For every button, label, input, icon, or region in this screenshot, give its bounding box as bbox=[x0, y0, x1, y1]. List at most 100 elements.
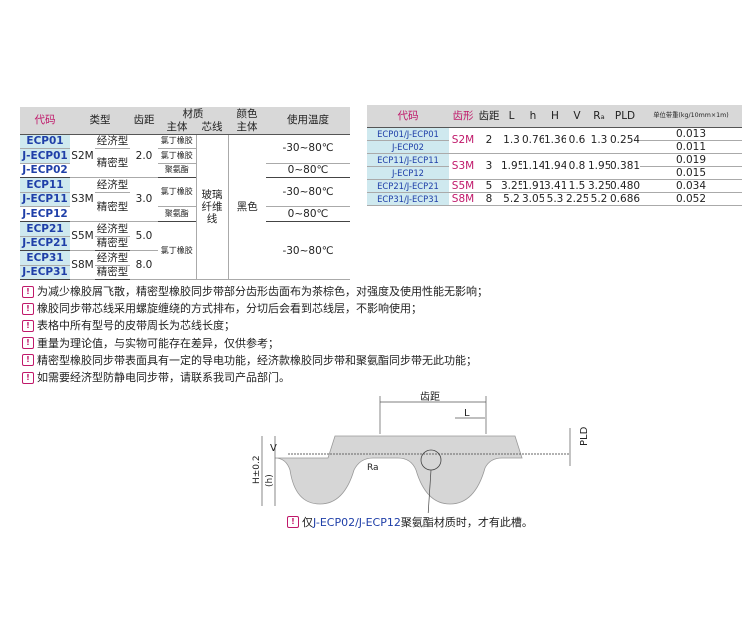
L-cell: 1.3 bbox=[501, 127, 522, 154]
H-label: H±0.2 bbox=[252, 455, 262, 484]
header-profile: 齿形 bbox=[449, 105, 477, 128]
h-cell: 1.14 bbox=[522, 153, 544, 180]
belt-profile-diagram: 齿距 L V (h) H±0.2 PLD Ra bbox=[252, 391, 590, 513]
header-temp: 使用温度 bbox=[266, 107, 350, 135]
V-cell: 2.25 bbox=[566, 192, 588, 206]
type-cell: 精密型 bbox=[95, 192, 130, 223]
color-cell: 黑色 bbox=[227, 134, 266, 281]
V-cell: 1.5 bbox=[566, 179, 588, 193]
h-cell: 1.91 bbox=[522, 179, 544, 193]
pitch-cell: 8 bbox=[477, 192, 501, 206]
code-cell: J-ECP02 bbox=[20, 163, 70, 179]
temp-cell: -30~80℃ bbox=[266, 134, 350, 164]
header-H: H bbox=[544, 105, 566, 128]
note-item: !为减少橡胶屑飞散，精密型橡胶同步带部分齿形齿面布为茶棕色，对强度及使用性能无影… bbox=[22, 283, 488, 300]
L-cell: 1.95 bbox=[501, 153, 522, 180]
groove-note-prefix: 仅 bbox=[302, 516, 313, 529]
Ra-cell: 1.3 bbox=[588, 127, 610, 154]
PLD-cell: 0.381 bbox=[610, 153, 640, 180]
groove-leader-line bbox=[427, 469, 432, 513]
header-Ra: Rₐ bbox=[588, 105, 610, 128]
H-cell: 1.94 bbox=[544, 153, 566, 180]
pitch-cell: 5.0 bbox=[130, 221, 158, 252]
material-cell: 氯丁橡胶 bbox=[158, 134, 196, 150]
weight-cell: 0.015 bbox=[640, 166, 742, 180]
warning-icon: ! bbox=[22, 285, 34, 298]
belt-spec-table: 代码 类型 齿距 材质 颜色 使用温度 主体 芯线 主体 ECP01 S2M 经… bbox=[20, 107, 350, 281]
note-item: !重量为理论值，与实物可能存在差异，仅供参考； bbox=[22, 335, 488, 352]
weight-cell: 0.011 bbox=[640, 140, 742, 154]
Ra-cell: 1.95 bbox=[588, 153, 610, 180]
profile-cell: S2M bbox=[70, 134, 95, 179]
code-cell: J-ECP12 bbox=[367, 166, 449, 180]
code-cell: ECP11 bbox=[20, 177, 70, 193]
h-cell: 3.05 bbox=[522, 192, 544, 206]
note-text: 重量为理论值，与实物可能存在差异，仅供参考； bbox=[37, 336, 279, 350]
material-cell: 氯丁橡胶 bbox=[158, 221, 196, 281]
type-cell: 经济型 bbox=[95, 177, 130, 193]
note-text: 精密型橡胶同步带表面具有一定的导电功能，经济款橡胶同步带和聚氨酯同步带无此功能； bbox=[37, 353, 477, 367]
V-cell: 0.8 bbox=[566, 153, 588, 180]
code-cell: ECP01/J-ECP01 bbox=[367, 127, 449, 141]
header-code: 代码 bbox=[367, 105, 449, 128]
warning-icon: ! bbox=[22, 320, 34, 332]
weight-cell: 0.019 bbox=[640, 153, 742, 167]
material-cell: 氯丁橡胶 bbox=[158, 148, 196, 164]
dimension-table: 代码 齿形 齿距 L h H V Rₐ PLD 单位带重(kg/10mm×1m)… bbox=[367, 105, 742, 206]
PLD-cell: 0.480 bbox=[610, 179, 640, 193]
header-pitch: 齿距 bbox=[130, 107, 158, 135]
V-label: V bbox=[270, 443, 277, 454]
H-cell: 3.41 bbox=[544, 179, 566, 193]
material-cell: 聚氨酯 bbox=[158, 206, 196, 223]
header-main: 主体 bbox=[158, 121, 196, 135]
pitch-cell: 3.0 bbox=[130, 177, 158, 223]
material-cell: 氯丁橡胶 bbox=[158, 177, 196, 208]
profile-cell: S2M bbox=[449, 127, 477, 154]
core-cell: 玻璃纤维线 bbox=[195, 134, 228, 281]
code-cell: J-ECP11 bbox=[20, 192, 70, 208]
header-material: 材质 bbox=[158, 107, 228, 121]
weight-cell: 0.034 bbox=[640, 179, 742, 193]
note-item: !橡胶同步带芯线采用螺旋缠绕的方式排布，分切后会看到芯线层，不影响使用； bbox=[22, 300, 488, 317]
type-cell: 精密型 bbox=[95, 265, 130, 281]
pitch-cell: 5 bbox=[477, 179, 501, 193]
code-cell: ECP31 bbox=[20, 250, 70, 266]
note-item: !表格中所有型号的皮带周长为芯线长度； bbox=[22, 317, 488, 334]
pitch-label: 齿距 bbox=[420, 391, 440, 403]
pitch-cell: 2.0 bbox=[130, 134, 158, 179]
profile-cell: S8M bbox=[70, 250, 95, 281]
warning-icon: ! bbox=[22, 302, 34, 315]
header-PLD: PLD bbox=[610, 105, 640, 128]
temp-cell: 0~80℃ bbox=[266, 206, 350, 223]
profile-cell: S3M bbox=[449, 153, 477, 180]
type-cell: 经济型 bbox=[95, 250, 130, 266]
header-pitch: 齿距 bbox=[477, 105, 501, 128]
PLD-cell: 0.686 bbox=[610, 192, 640, 206]
Ra-cell: 3.25 bbox=[588, 179, 610, 193]
pitch-cell: 3 bbox=[477, 153, 501, 180]
warning-icon: ! bbox=[287, 516, 299, 528]
pitch-cell: 2 bbox=[477, 127, 501, 154]
header-V: V bbox=[566, 105, 588, 128]
header-weight: 单位带重(kg/10mm×1m) bbox=[640, 105, 742, 128]
code-cell: J-ECP02 bbox=[367, 140, 449, 154]
code-cell: J-ECP12 bbox=[20, 206, 70, 223]
code-cell: J-ECP21 bbox=[20, 236, 70, 252]
type-cell: 精密型 bbox=[95, 236, 130, 252]
type-cell: 经济型 bbox=[95, 134, 130, 150]
type-cell: 精密型 bbox=[95, 148, 130, 179]
note-text: 橡胶同步带芯线采用螺旋缠绕的方式排布，分切后会看到芯线层，不影响使用； bbox=[37, 302, 422, 316]
note-text: 为减少橡胶屑飞散，精密型橡胶同步带部分齿形齿面布为茶棕色，对强度及使用性能无影响… bbox=[37, 285, 488, 298]
h-label: (h) bbox=[265, 474, 275, 487]
header-L: L bbox=[501, 105, 522, 128]
h-cell: 0.76 bbox=[522, 127, 544, 154]
warning-icon: ! bbox=[22, 337, 34, 350]
code-cell: J-ECP01 bbox=[20, 148, 70, 164]
belt-body bbox=[274, 435, 523, 505]
V-cell: 0.6 bbox=[566, 127, 588, 154]
PLD-label: PLD bbox=[579, 426, 590, 446]
groove-note-codes: J-ECP02/J-ECP12 bbox=[313, 515, 401, 529]
warning-icon: ! bbox=[22, 371, 34, 384]
weight-cell: 0.013 bbox=[640, 127, 742, 141]
code-cell: J-ECP31 bbox=[20, 265, 70, 281]
